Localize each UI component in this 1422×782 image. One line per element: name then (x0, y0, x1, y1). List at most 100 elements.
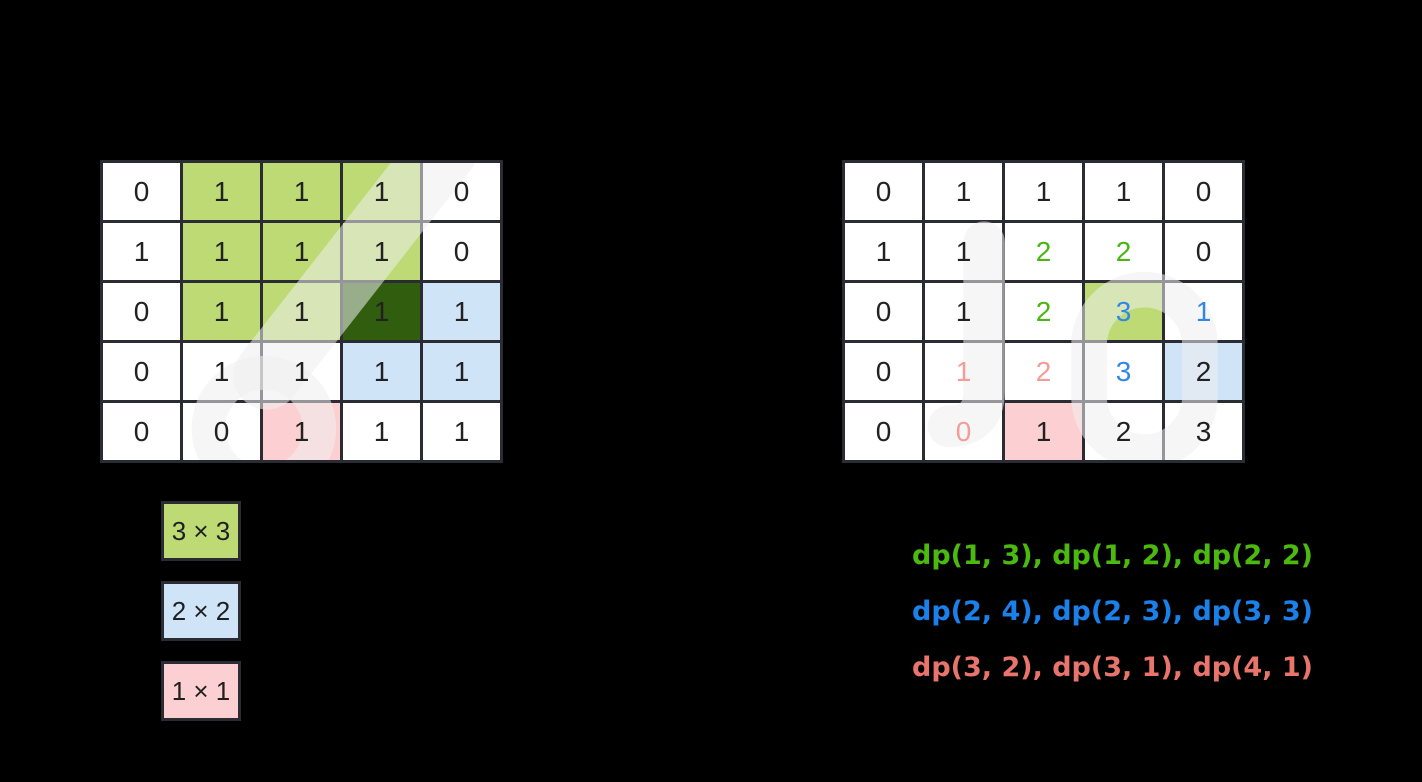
legend-label: 1 × 1 (171, 675, 231, 706)
grid-cell: 1 (103, 223, 180, 280)
cell-value: 0 (875, 295, 892, 327)
grid-cell: 1 (925, 163, 1002, 220)
cell-value: 2 (1115, 415, 1132, 447)
cell-value: 1 (293, 175, 310, 207)
grid-cell: 0 (183, 403, 260, 460)
cell-value: 1 (133, 235, 150, 267)
grid-cell: 1 (263, 343, 340, 400)
grid-cell: 1 (845, 223, 922, 280)
cell-value: 3 (1195, 415, 1212, 447)
grid-cell: 2 (1005, 343, 1082, 400)
cell-value: 1 (293, 235, 310, 267)
cell-value: 2 (1115, 235, 1132, 267)
cell-value: 3 (1115, 295, 1132, 327)
cell-value: 1 (373, 415, 390, 447)
grid-cell: 0 (845, 343, 922, 400)
legend-box-3x3: 3 × 3 (161, 501, 241, 561)
cell-value: 1 (1195, 295, 1212, 327)
grid-cell: 0 (423, 163, 500, 220)
cell-value: 2 (1195, 355, 1212, 387)
grid-cell: 1 (1165, 283, 1242, 340)
cell-value: 1 (955, 175, 972, 207)
cell-value: 1 (453, 355, 470, 387)
grid-cell: 2 (1085, 223, 1162, 280)
cell-value: 0 (453, 175, 470, 207)
grid-cell: 1 (343, 283, 420, 340)
cell-value: 0 (955, 415, 972, 447)
grid-cell: 1 (343, 223, 420, 280)
grid-cell: 3 (1085, 283, 1162, 340)
grid-cell: 3 (1085, 343, 1162, 400)
cell-value: 1 (1035, 175, 1052, 207)
grid-cell: 3 (1165, 403, 1242, 460)
legend-box-2x2: 2 × 2 (161, 581, 241, 641)
dp-annotation-green: dp(1, 3), dp(1, 2), dp(2, 2) (912, 540, 1314, 571)
grid-cell: 1 (423, 283, 500, 340)
cell-value: 1 (875, 235, 892, 267)
cell-value: 1 (1115, 175, 1132, 207)
grid-cell: 1 (1005, 403, 1082, 460)
cell-value: 1 (293, 295, 310, 327)
grid-cell: 0 (103, 163, 180, 220)
cell-value: 1 (373, 175, 390, 207)
grid-cell: 1 (343, 163, 420, 220)
cell-value: 1 (955, 235, 972, 267)
grid-cell: 0 (845, 283, 922, 340)
grid-cell: 1 (343, 343, 420, 400)
cell-value: 2 (1035, 295, 1052, 327)
cell-value: 0 (213, 415, 230, 447)
cell-value: 1 (213, 295, 230, 327)
grid-cell: 2 (1085, 403, 1162, 460)
dp-annotation-blue: dp(2, 4), dp(2, 3), dp(3, 3) (912, 596, 1314, 627)
cell-value: 3 (1115, 355, 1132, 387)
cell-value: 1 (453, 415, 470, 447)
grid-cell: 1 (183, 343, 260, 400)
cell-value: 1 (213, 235, 230, 267)
cell-value: 0 (1195, 235, 1212, 267)
cell-value: 1 (373, 355, 390, 387)
grid-cell: 1 (183, 163, 260, 220)
cell-value: 2 (1035, 355, 1052, 387)
cell-value: 0 (875, 355, 892, 387)
cell-value: 0 (133, 175, 150, 207)
cell-value: 1 (373, 235, 390, 267)
grid-cell: 2 (1005, 223, 1082, 280)
grid-cell: 1 (423, 403, 500, 460)
grid-cell: 1 (263, 163, 340, 220)
cell-value: 0 (1195, 175, 1212, 207)
cell-value: 0 (875, 175, 892, 207)
grid-cell: 1 (263, 403, 340, 460)
grid-cell: 1 (263, 283, 340, 340)
grid-cell: 0 (103, 403, 180, 460)
grid-cell: 1 (925, 223, 1002, 280)
grid-cell: 1 (183, 283, 260, 340)
cell-value: 0 (453, 235, 470, 267)
grid-cell: 0 (103, 343, 180, 400)
cell-value: 1 (1035, 415, 1052, 447)
grid-cell: 2 (1165, 343, 1242, 400)
grid-cell: 0 (1165, 163, 1242, 220)
cell-value: 1 (213, 175, 230, 207)
grid-cell: 1 (423, 343, 500, 400)
dp-annotation-pink: dp(3, 2), dp(3, 1), dp(4, 1) (912, 652, 1314, 683)
grid-cell: 1 (925, 283, 1002, 340)
legend-label: 3 × 3 (171, 515, 231, 546)
grid-cell: 0 (103, 283, 180, 340)
grid-cell: 1 (343, 403, 420, 460)
cell-value: 1 (293, 355, 310, 387)
cell-value: 2 (1035, 235, 1052, 267)
cell-value: 1 (955, 295, 972, 327)
legend-box-1x1: 1 × 1 (161, 661, 241, 721)
grid-cell: 1 (1085, 163, 1162, 220)
grid-cell: 1 (925, 343, 1002, 400)
cell-value: 0 (133, 295, 150, 327)
cell-value: 1 (373, 295, 390, 327)
grid-cell: 1 (263, 223, 340, 280)
grid-cell: 2 (1005, 283, 1082, 340)
grid-cell: 0 (845, 163, 922, 220)
grid-cell: 0 (423, 223, 500, 280)
grid-cell: 0 (925, 403, 1002, 460)
grid-cell: 0 (1165, 223, 1242, 280)
